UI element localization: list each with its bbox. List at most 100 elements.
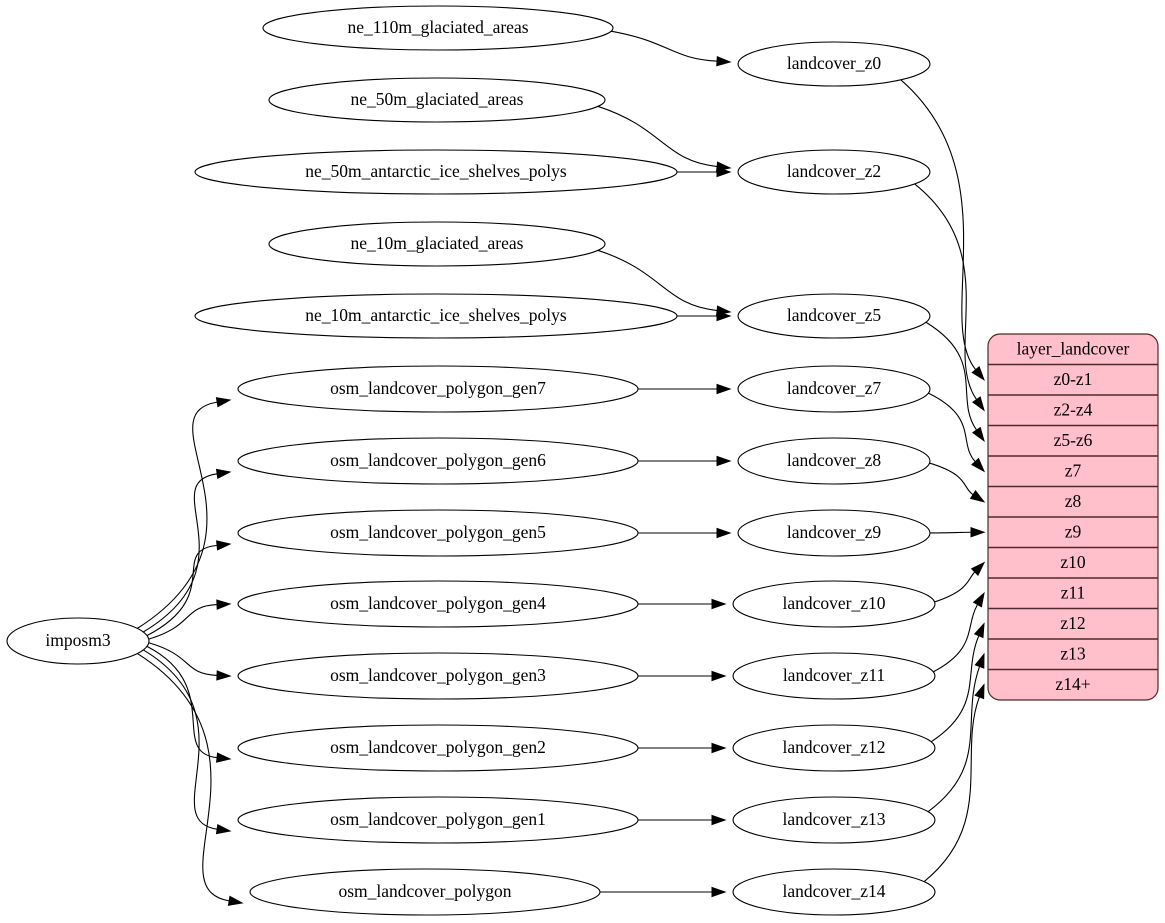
node-ellipse [6, 617, 150, 665]
node-ellipse [732, 580, 936, 628]
graph-edge [638, 527, 732, 539]
edge-path [929, 531, 972, 534]
edge-path [934, 571, 976, 603]
edge-arrowhead [970, 561, 986, 576]
graph-node-landcover_z14[interactable]: landcover_z14 [732, 868, 936, 916]
graph-node-landcover_z9[interactable]: landcover_z9 [737, 509, 931, 557]
graph-edge [142, 468, 232, 633]
graph-edge [143, 649, 232, 835]
layer-table-row-z12[interactable]: z12 [988, 609, 1158, 640]
node-label: ne_110m_glaciated_areas [347, 17, 528, 37]
graph-edge [146, 540, 232, 637]
graph-node-osm_landcover_polygon_gen3[interactable]: osm_landcover_polygon_gen3 [237, 652, 639, 700]
node-label: landcover_z8 [787, 450, 882, 470]
edge-arrowhead [711, 742, 727, 754]
node-label: landcover_z10 [782, 593, 885, 613]
node-label: osm_landcover_polygon_gen4 [330, 593, 546, 613]
edge-arrowhead [972, 426, 985, 443]
graph-edge [638, 742, 727, 754]
nodes-layer: ne_110m_glaciated_areas ne_50m_glaciated_… [6, 5, 936, 916]
node-ellipse [268, 221, 606, 267]
layer-table-row-z8[interactable]: z8 [988, 487, 1158, 518]
edge-arrowhead [215, 397, 232, 408]
node-label: landcover_z2 [787, 161, 881, 181]
layer-table-row-z7[interactable]: z7 [988, 456, 1158, 487]
row-label: z7 [1065, 460, 1082, 480]
node-ellipse [262, 5, 614, 51]
graph-node-ne_50m_antarctic_ice_shelves_polys[interactable]: ne_50m_antarctic_ice_shelves_polys [194, 149, 678, 195]
node-label: imposm3 [45, 630, 110, 650]
edge-arrowhead [716, 310, 732, 322]
edge-arrowhead [971, 366, 985, 381]
edge-arrowhead [971, 457, 986, 473]
row-label: z14+ [1055, 674, 1090, 694]
graph-node-imposm3[interactable]: imposm3 [6, 617, 150, 665]
edge-path [923, 696, 980, 883]
edge-arrowhead [711, 886, 727, 898]
graph-node-osm_landcover_polygon_gen7[interactable]: osm_landcover_polygon_gen7 [237, 365, 639, 413]
graph-node-ne_10m_antarctic_ice_shelves_polys[interactable]: ne_10m_antarctic_ice_shelves_polys [194, 293, 678, 339]
node-label: ne_50m_glaciated_areas [351, 89, 524, 109]
graph-node-ne_110m_glaciated_areas[interactable]: ne_110m_glaciated_areas [262, 5, 614, 51]
row-label: z5-z6 [1054, 430, 1093, 450]
graph-node-osm_landcover_polygon_gen6[interactable]: osm_landcover_polygon_gen6 [237, 437, 639, 485]
node-ellipse [237, 509, 639, 557]
node-ellipse [237, 652, 639, 700]
graph-edge [923, 683, 985, 883]
edge-path [143, 649, 218, 830]
node-label: landcover_z9 [787, 522, 882, 542]
graph-node-ne_50m_glaciated_areas[interactable]: ne_50m_glaciated_areas [268, 77, 606, 123]
layer-table-row-z14+[interactable]: z14+ [988, 670, 1158, 701]
graph-edge [146, 645, 232, 763]
graph-node-osm_landcover_polygon_gen1[interactable]: osm_landcover_polygon_gen1 [237, 796, 639, 844]
row-label: z11 [1061, 582, 1086, 602]
graph-node-osm_landcover_polygon_gen4[interactable]: osm_landcover_polygon_gen4 [237, 580, 639, 628]
graph-node-landcover_z12[interactable]: landcover_z12 [732, 724, 936, 772]
edge-arrowhead [711, 670, 727, 682]
edge-path [930, 635, 980, 743]
edge-path [142, 473, 218, 633]
layer-table-row-z2-z4[interactable]: z2-z4 [988, 395, 1158, 426]
graph-node-osm_landcover_polygon[interactable]: osm_landcover_polygon [249, 868, 601, 916]
graph-edge [610, 30, 732, 67]
graph-node-landcover_z0[interactable]: landcover_z0 [737, 41, 931, 87]
graph-node-landcover_z10[interactable]: landcover_z10 [732, 580, 936, 628]
graph-node-landcover_z13[interactable]: landcover_z13 [732, 796, 936, 844]
node-ellipse [732, 868, 936, 916]
edge-arrowhead [716, 166, 732, 178]
layer-table-row-z13[interactable]: z13 [988, 639, 1158, 670]
edge-arrowhead [227, 895, 244, 906]
edge-arrowhead [972, 396, 985, 412]
graph-edge [927, 652, 985, 813]
edge-path [148, 642, 218, 676]
node-ellipse [737, 293, 931, 339]
edge-arrowhead [216, 670, 232, 681]
layer-table-row-z11[interactable]: z11 [988, 578, 1158, 609]
layer-table-row-z10[interactable]: z10 [988, 548, 1158, 579]
graph-node-landcover_z5[interactable]: landcover_z5 [737, 293, 931, 339]
graph-node-landcover_z7[interactable]: landcover_z7 [737, 365, 931, 413]
edge-arrowhead [974, 652, 985, 669]
graph-node-osm_landcover_polygon_gen2[interactable]: osm_landcover_polygon_gen2 [237, 724, 639, 772]
node-label: landcover_z14 [782, 881, 885, 901]
graph-node-osm_landcover_polygon_gen5[interactable]: osm_landcover_polygon_gen5 [237, 509, 639, 557]
graph-node-landcover_z2[interactable]: landcover_z2 [737, 149, 931, 195]
graph-edge [638, 670, 727, 682]
graph-node-landcover_z8[interactable]: landcover_z8 [737, 437, 931, 485]
graph-edge [676, 310, 732, 322]
edge-arrowhead [215, 468, 232, 480]
layer-table-row-z0-z1[interactable]: z0-z1 [988, 365, 1158, 396]
row-label: z10 [1060, 552, 1086, 572]
layer-table-row-z5-z6[interactable]: z5-z6 [988, 426, 1158, 457]
layer-table-row-z9[interactable]: z9 [988, 517, 1158, 548]
layer-table-header: layer_landcover [1017, 338, 1130, 358]
graph-edge [638, 383, 732, 395]
row-label: z9 [1065, 521, 1082, 541]
node-ellipse [194, 293, 678, 339]
graph-node-landcover_z11[interactable]: landcover_z11 [732, 652, 936, 700]
node-ellipse [732, 724, 936, 772]
node-ellipse [249, 868, 601, 916]
graph-node-ne_10m_glaciated_areas[interactable]: ne_10m_glaciated_areas [268, 221, 606, 267]
